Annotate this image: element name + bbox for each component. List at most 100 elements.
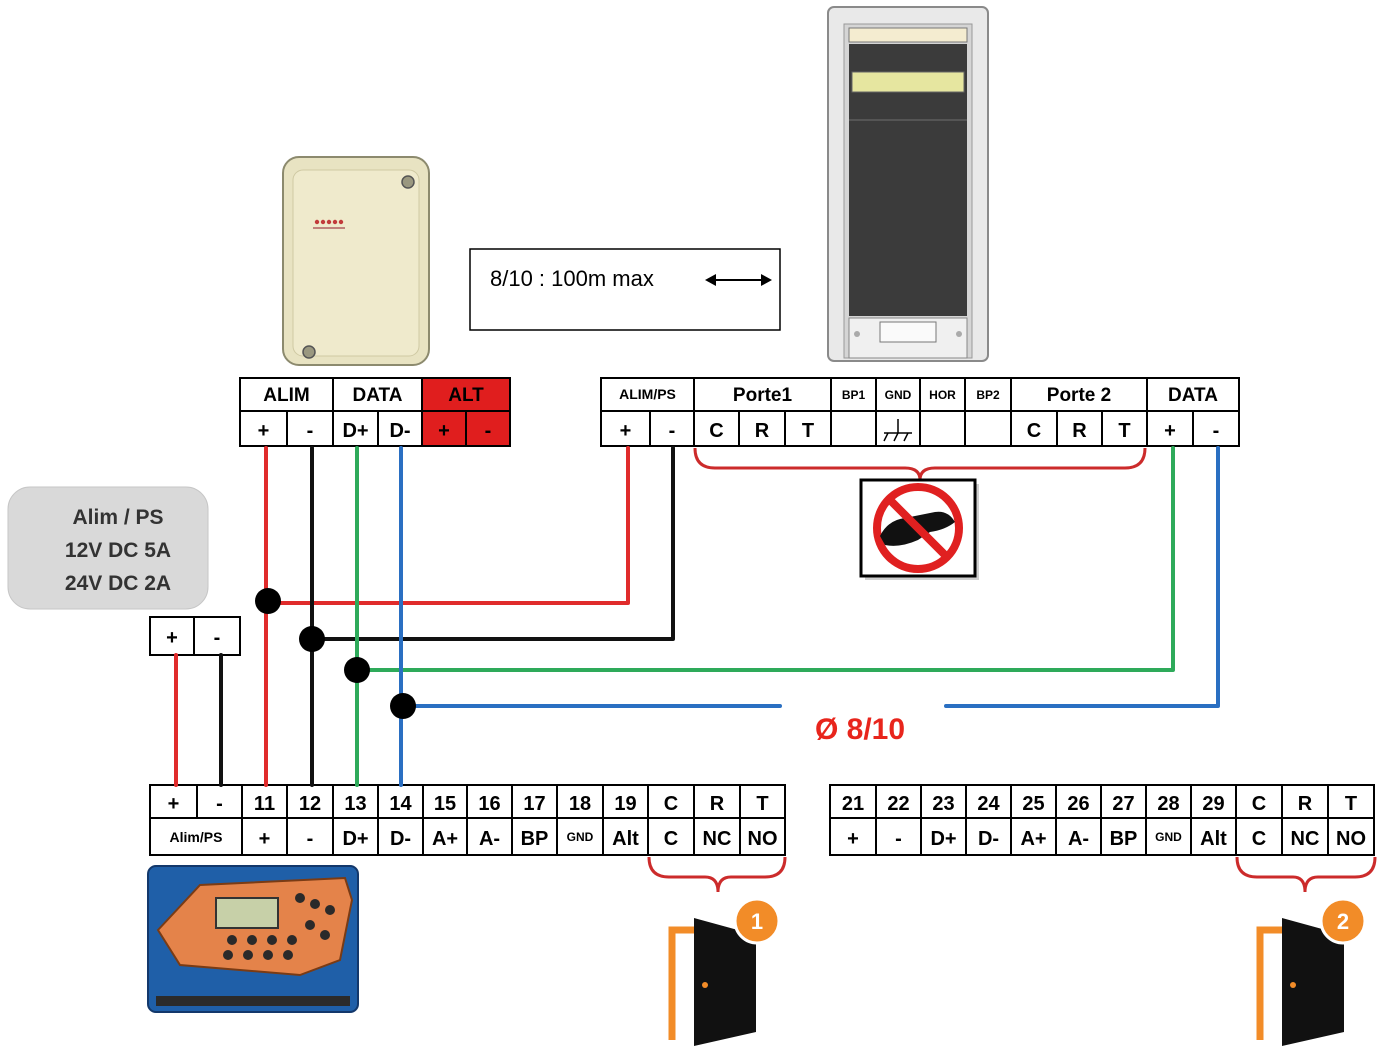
reader-terminal-cell (377, 410, 423, 447)
controller2-top-label: 23 (932, 793, 954, 815)
keypad-controller-device (147, 865, 359, 1013)
power-supply-rating-24v: 24V DC 2A (65, 572, 171, 595)
controller-top-label: C (664, 793, 678, 815)
wire-green-data-plus (355, 446, 1175, 787)
controller-top-label: 11 (254, 793, 275, 815)
junction-dot (255, 588, 281, 614)
reader-header-label: DATA (353, 385, 403, 406)
reader-terminal-label: D+ (342, 420, 368, 442)
door-module-terminal-label: C (1027, 420, 1041, 442)
reader-header-label: ALIM (263, 385, 309, 406)
door-module-header-label: GND (885, 388, 912, 402)
controller-top-label: 18 (569, 793, 591, 815)
controller-bottom-cell (556, 817, 604, 856)
controller-bottom-label: BP (521, 828, 549, 850)
controller2-bottom-label: NC (1291, 828, 1320, 850)
power-supply-plus: + (166, 627, 178, 649)
door-number-label: 1 (751, 909, 763, 934)
door-module-terminal-label: R (1072, 420, 1087, 442)
door-module-terminal-label: - (669, 420, 676, 442)
controller2-bottom-label: - (895, 828, 902, 850)
door-module-terminal-cell (1146, 410, 1194, 447)
wires (174, 446, 1220, 787)
door-module-terminal-label: - (1213, 420, 1220, 442)
no-touch-icon (859, 478, 979, 580)
controller-bottom-label: D+ (342, 828, 368, 850)
controller2-top-cell (1327, 784, 1375, 819)
controller2-bottom-label: BP (1110, 828, 1138, 850)
door-module-device (827, 6, 989, 362)
door-module-terminal-label: T (1118, 420, 1130, 442)
controller-bottom-cell (149, 817, 243, 856)
door-module-terminal-cell (964, 410, 1012, 447)
door-module-header-label: Porte 2 (1047, 385, 1111, 406)
controller-top-cell (647, 784, 695, 819)
reader-terminal-label: + (438, 420, 450, 442)
reader-terminal-cell (332, 410, 379, 447)
junction-dot (344, 657, 370, 683)
controller-top-label: 14 (389, 793, 412, 815)
door-module-terminal-cell (919, 410, 966, 447)
door-number-badge (1319, 897, 1367, 945)
brace-no-touch (693, 447, 1147, 481)
controller-bottom-label: A+ (432, 828, 458, 850)
door-module-header-label: HOR (929, 388, 956, 402)
controller-top-label: 15 (434, 793, 456, 815)
wire-black-ground (310, 446, 675, 787)
door-module-terminal-label: + (620, 420, 632, 442)
power-supply: Alim / PS 12V DC 5A 24V DC 2A (7, 486, 209, 610)
controller2-top-label: 22 (887, 793, 909, 815)
brace-door-2 (1235, 856, 1377, 893)
controller-bottom-label: NC (703, 828, 732, 850)
door-module-terminal-label: + (1164, 420, 1176, 442)
distance-note-box: 8/10 : 100m max (469, 248, 781, 331)
controller2-top-label: 25 (1022, 793, 1044, 815)
controller2-top-label: 26 (1067, 793, 1089, 815)
controller2-bottom-cell (1327, 817, 1375, 856)
controller2-bottom-cell (1100, 817, 1147, 856)
controller2-bottom-label: + (847, 828, 859, 850)
controller2-top-label: 28 (1157, 793, 1179, 815)
controller-bottom-label: Alt (612, 828, 639, 850)
controller-top-label: 19 (614, 793, 636, 815)
double-arrow-icon (705, 274, 772, 286)
reader-terminal-label: - (307, 420, 314, 442)
reader-terminal-cell (421, 410, 467, 447)
door-module-terminal-cell (784, 410, 832, 447)
controller2-bottom-label: D- (978, 828, 999, 850)
power-supply-rating-12v: 12V DC 5A (65, 539, 171, 562)
door-module-header-label: Porte1 (733, 385, 793, 406)
reader-header-cell (421, 377, 511, 412)
distance-note-text: 8/10 : 100m max (490, 266, 654, 291)
door-module-terminal-label: C (709, 420, 723, 442)
card-reader-device (282, 156, 430, 366)
door-number-label: 2 (1337, 909, 1349, 934)
reader-header-cell (239, 377, 334, 412)
door-module-header-label: BP1 (842, 388, 866, 402)
controller-top-cell (422, 784, 468, 819)
controller2-bottom-label: D+ (930, 828, 956, 850)
door-module-terminal-cell (830, 410, 877, 447)
door-module-terminal-cell (1192, 410, 1240, 447)
controller-bottom-cell (602, 817, 649, 856)
controller2-bottom-label: NO (1336, 828, 1366, 850)
controller-top-label: T (756, 793, 768, 815)
controller-top-label: 12 (299, 793, 321, 815)
controller-bottom-label: + (259, 828, 271, 850)
controller-top-label: + (168, 793, 180, 815)
door-module-header-label: DATA (1168, 385, 1218, 406)
door-module-terminal-cell (1101, 410, 1148, 447)
controller-alim-label: Alim/PS (170, 829, 223, 845)
controller-top-label: 16 (478, 793, 500, 815)
power-supply-name: Alim / PS (72, 506, 163, 529)
door-icon: 2 (1256, 897, 1367, 1046)
ground-symbol-icon (883, 419, 912, 442)
controller2-bottom-label: A+ (1020, 828, 1046, 850)
controller-bottom-label: GND (567, 830, 594, 844)
controller2-bottom-label: C (1252, 828, 1266, 850)
power-supply-minus: - (214, 627, 221, 649)
controller-bottom-cell (739, 817, 786, 856)
controller-top-label: 17 (523, 793, 545, 815)
door-module-terminal-cell (1056, 410, 1103, 447)
